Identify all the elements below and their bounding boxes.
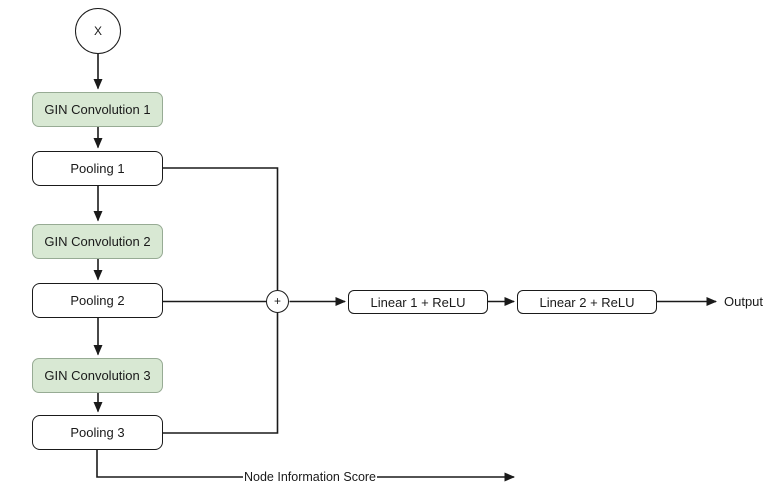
node-pooling-1: Pooling 1 xyxy=(32,151,163,186)
node-gin-convolution-1: GIN Convolution 1 xyxy=(32,92,163,127)
node-pooling-2: Pooling 2 xyxy=(32,283,163,318)
output-label: Output xyxy=(724,294,764,309)
node-label: Pooling 3 xyxy=(70,425,125,440)
node-label: Linear 2 + ReLU xyxy=(539,294,635,310)
node-label: Linear 1 + ReLU xyxy=(370,294,466,310)
plus-icon: + xyxy=(273,294,281,308)
node-pooling-3: Pooling 3 xyxy=(32,415,163,450)
node-gin-convolution-3: GIN Convolution 3 xyxy=(32,358,163,393)
node-label: GIN Convolution 1 xyxy=(44,102,151,117)
sum-node: + xyxy=(266,290,289,313)
node-label: Pooling 2 xyxy=(70,293,125,308)
node-label: GIN Convolution 2 xyxy=(44,234,151,249)
edge-pool1-to-sum xyxy=(163,167,279,290)
input-node-label: X xyxy=(93,24,102,38)
node-linear-2-relu: Linear 2 + ReLU xyxy=(517,290,657,314)
node-gin-convolution-2: GIN Convolution 2 xyxy=(32,224,163,259)
node-label: Pooling 1 xyxy=(70,161,125,176)
input-node-x: X xyxy=(75,8,121,54)
node-label: GIN Convolution 3 xyxy=(44,368,151,383)
edge-pool3-to-sum xyxy=(163,313,279,434)
node-linear-1-relu: Linear 1 + ReLU xyxy=(348,290,488,314)
node-information-score-label: Node Information Score xyxy=(242,470,378,484)
